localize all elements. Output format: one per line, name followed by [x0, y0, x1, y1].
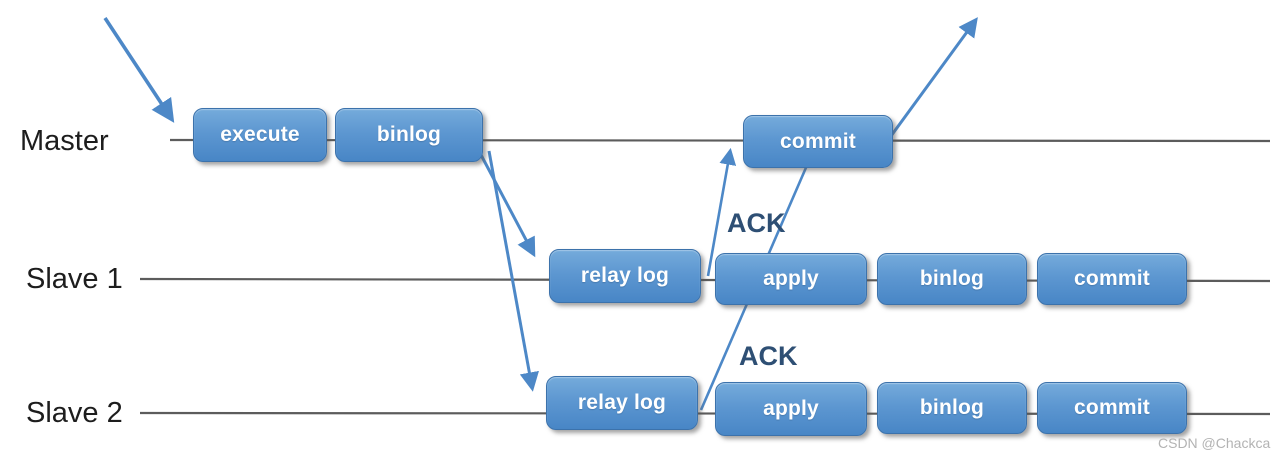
node-slave2-binlog: binlog [877, 382, 1027, 434]
row-label-master: Master [20, 125, 109, 157]
node-slave1-binlog: binlog [877, 253, 1027, 305]
commit-return-arrow-icon [889, 17, 978, 137]
ack-label-slave2: ACK [739, 341, 798, 371]
binlog-to-slave2-relay-arrow-icon [487, 150, 539, 392]
node-slave2-relay-log: relay log [546, 376, 698, 430]
row-label-slave1: Slave 1 [26, 263, 123, 295]
node-slave2-commit: commit [1037, 382, 1187, 434]
node-slave2-apply: apply [715, 382, 867, 436]
node-slave1-commit: commit [1037, 253, 1187, 305]
binlog-to-slave1-relay-arrow-icon [478, 152, 536, 258]
node-master-commit: commit [743, 115, 893, 168]
watermark: CSDN @Chackca [1158, 435, 1271, 451]
node-slave1-apply: apply [715, 253, 867, 305]
node-slave1-relay-log: relay log [549, 249, 701, 303]
ack-label-slave1: ACK [727, 208, 786, 238]
node-master-execute: execute [193, 108, 327, 162]
slave1-ack-arrow-icon [706, 147, 737, 277]
row-label-slave2: Slave 2 [26, 397, 123, 429]
node-master-binlog: binlog [335, 108, 483, 162]
client-request-arrow-icon [103, 17, 175, 123]
